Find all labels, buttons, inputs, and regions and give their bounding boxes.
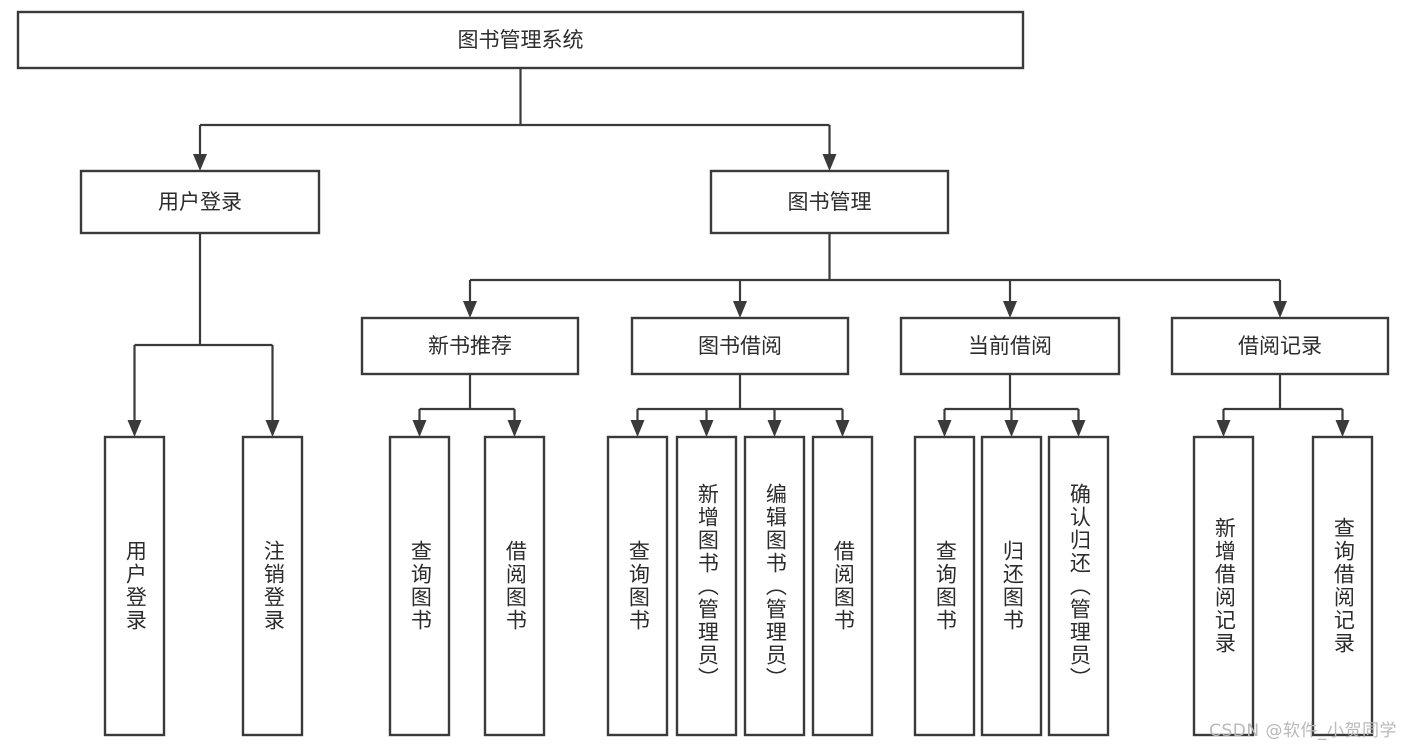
arrowhead-icon <box>1071 420 1086 437</box>
connector-current-borrow <box>943 374 1080 420</box>
node-label-book-manage: 图书管理 <box>788 190 872 214</box>
node-box-book-manage[interactable] <box>709 169 950 235</box>
node-box-user-login[interactable] <box>79 169 321 235</box>
arrowhead-icon <box>127 420 142 437</box>
arrowhead-icon <box>630 420 645 437</box>
node-box-user-login-do[interactable] <box>103 435 166 737</box>
node-box-recommend-query-book[interactable] <box>388 435 451 737</box>
node-box-borrow-add-book[interactable] <box>675 435 738 737</box>
arrowhead-icon <box>767 420 782 437</box>
arrowhead-icon <box>1216 420 1231 437</box>
arrowhead-icon <box>835 420 850 437</box>
node-box-borrow-edit-book[interactable] <box>743 435 806 737</box>
connector-new-book-recommend <box>418 374 516 420</box>
connector-book-manage <box>468 233 1282 301</box>
connector-root <box>198 68 831 154</box>
node-box-current-confirm-return[interactable] <box>1047 435 1110 737</box>
node-box-recommend-borrow-book[interactable] <box>483 435 546 737</box>
arrowhead-icon <box>937 420 952 437</box>
node-box-root[interactable] <box>16 10 1025 70</box>
connector-layer <box>127 68 1350 437</box>
node-box-new-book-recommend[interactable] <box>360 316 580 376</box>
node-box-layer <box>16 10 1390 737</box>
arrowhead-icon <box>1273 301 1287 318</box>
arrowhead-icon <box>412 420 427 437</box>
node-box-current-borrow[interactable] <box>899 316 1121 376</box>
watermark: CSDN @软件_小贺同学 <box>1209 721 1397 741</box>
node-box-book-borrow[interactable] <box>630 316 850 376</box>
connector-borrow-records <box>1222 374 1344 420</box>
arrowhead-icon <box>733 301 747 318</box>
connector-book-borrow <box>636 374 844 420</box>
arrowhead-icon <box>822 154 837 171</box>
node-label-current-borrow: 当前借阅 <box>968 334 1052 358</box>
node-box-borrow-borrow-book[interactable] <box>811 435 874 737</box>
node-box-current-return-book[interactable] <box>980 435 1043 737</box>
node-box-borrow-records[interactable] <box>1170 316 1390 376</box>
node-label-borrow-records: 借阅记录 <box>1238 334 1322 358</box>
arrowhead-icon <box>1004 420 1019 437</box>
node-label-new-book-recommend: 新书推荐 <box>428 334 512 358</box>
node-label-user-login: 用户登录 <box>158 190 242 214</box>
arrowhead-icon <box>1335 420 1350 437</box>
node-label-root: 图书管理系统 <box>458 28 584 52</box>
node-box-record-query[interactable] <box>1311 435 1374 737</box>
arrowhead-icon <box>193 154 207 171</box>
arrowhead-icon <box>1003 301 1017 318</box>
arrowhead-icon <box>507 420 522 437</box>
connector-user-login <box>133 233 274 420</box>
node-label-book-borrow: 图书借阅 <box>698 334 782 358</box>
node-box-current-query-book[interactable] <box>913 435 976 737</box>
node-box-borrow-query-book[interactable] <box>606 435 669 737</box>
node-box-record-add[interactable] <box>1192 435 1255 737</box>
node-box-user-logout[interactable] <box>241 435 304 737</box>
arrowhead-icon <box>463 301 477 318</box>
arrowhead-icon <box>265 420 280 437</box>
arrowhead-icon <box>699 420 714 437</box>
